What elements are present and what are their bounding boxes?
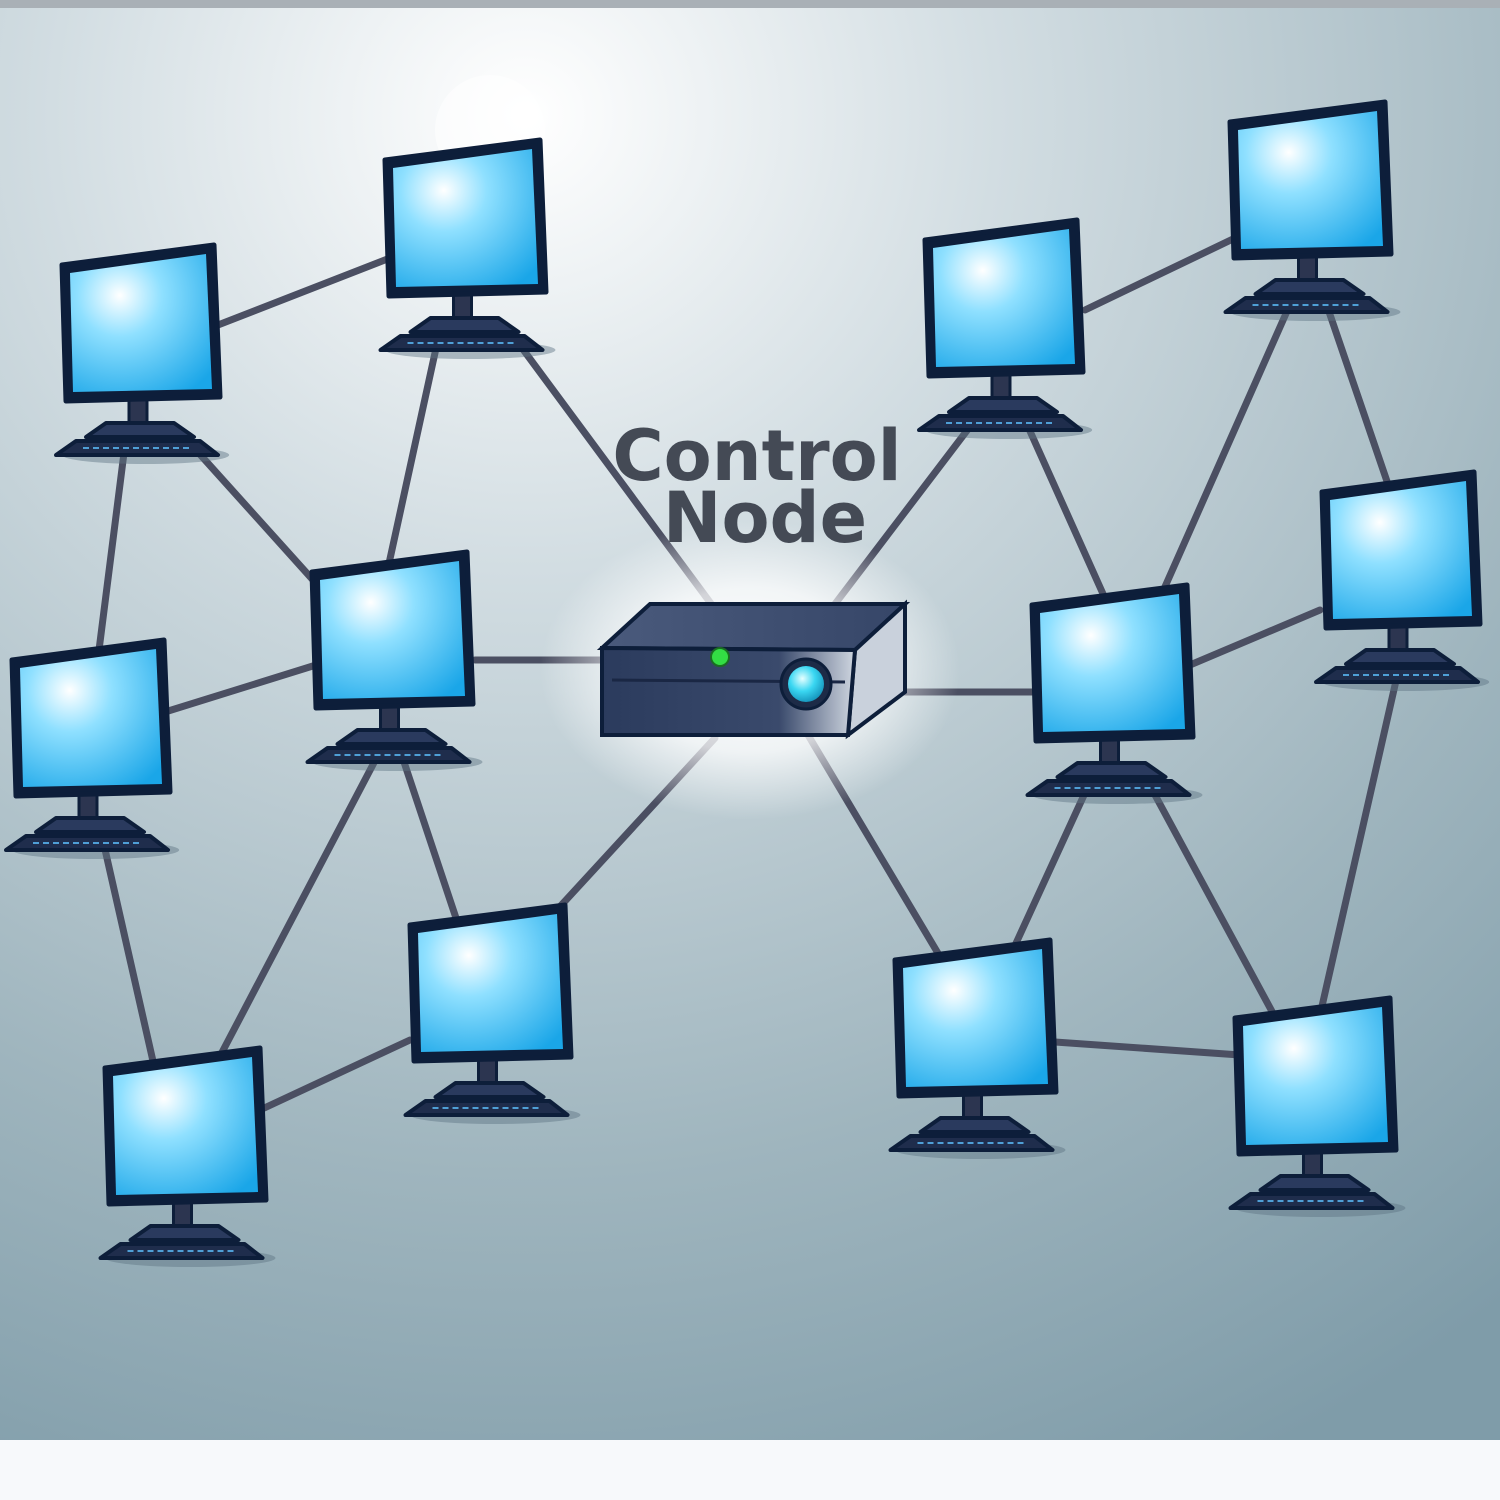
server-lens	[788, 666, 824, 702]
monitor-icon	[4, 637, 180, 859]
network-link	[1051, 1038, 1244, 1059]
network-link	[384, 326, 444, 572]
monitor-base	[1253, 278, 1366, 296]
monitor-icon	[1228, 995, 1406, 1217]
network-link	[1321, 296, 1396, 500]
server-icon	[596, 599, 911, 740]
network-link	[161, 661, 320, 716]
monitor-screen	[903, 949, 1048, 1087]
monitor-icon	[54, 242, 230, 464]
monitor-base	[408, 316, 521, 334]
monitor-screen	[1243, 1007, 1388, 1145]
network-link	[396, 746, 464, 934]
monitor-screen	[393, 149, 538, 287]
network-link	[256, 1036, 414, 1114]
monitor-icon	[403, 902, 581, 1124]
network-link	[1021, 416, 1112, 609]
monitor-screen	[1040, 594, 1185, 732]
network-link	[214, 254, 394, 329]
monitor-base	[947, 396, 1059, 414]
network-link	[1156, 296, 1296, 602]
bottom-strip	[0, 1440, 1500, 1500]
network-links	[94, 234, 1402, 1114]
monitor-base	[433, 1081, 546, 1099]
monitor-base	[128, 1224, 241, 1242]
network-link	[1186, 606, 1324, 669]
network-link	[214, 751, 382, 1064]
monitor-screen	[320, 561, 465, 699]
network-link	[1081, 234, 1239, 314]
monitor-icon	[378, 137, 556, 359]
workstation-group	[4, 99, 1490, 1267]
monitor-screen	[70, 254, 212, 392]
monitor-base	[34, 816, 146, 834]
server-led	[710, 647, 730, 667]
control-node-label-line1: Control	[612, 415, 901, 497]
monitor-icon	[305, 549, 483, 771]
monitor-screen	[20, 649, 162, 787]
network-link	[1008, 778, 1094, 956]
monitor-screen	[1330, 481, 1472, 619]
network-link	[94, 441, 129, 662]
monitor-icon	[888, 937, 1066, 1159]
control-node: Control Node	[596, 415, 911, 740]
monitor-base	[918, 1116, 1031, 1134]
network-link	[100, 841, 159, 1074]
top-border	[0, 0, 1500, 8]
monitor-icon	[1223, 99, 1401, 321]
monitor-icon	[917, 217, 1093, 439]
monitor-base	[335, 728, 448, 746]
monitor-screen	[113, 1057, 258, 1195]
monitor-base	[1055, 761, 1168, 779]
monitor-base	[1344, 648, 1456, 666]
monitor-icon	[1025, 582, 1203, 804]
monitor-screen	[1238, 111, 1383, 249]
monitor-icon	[1314, 469, 1490, 691]
network-link	[1144, 778, 1286, 1034]
monitor-base	[1258, 1174, 1371, 1192]
network-link	[1316, 668, 1402, 1019]
monitor-screen	[933, 229, 1075, 367]
monitor-screen	[418, 914, 563, 1052]
monitor-icon	[98, 1045, 276, 1267]
control-node-label-line2: Node	[663, 477, 867, 559]
monitor-base	[84, 421, 196, 439]
